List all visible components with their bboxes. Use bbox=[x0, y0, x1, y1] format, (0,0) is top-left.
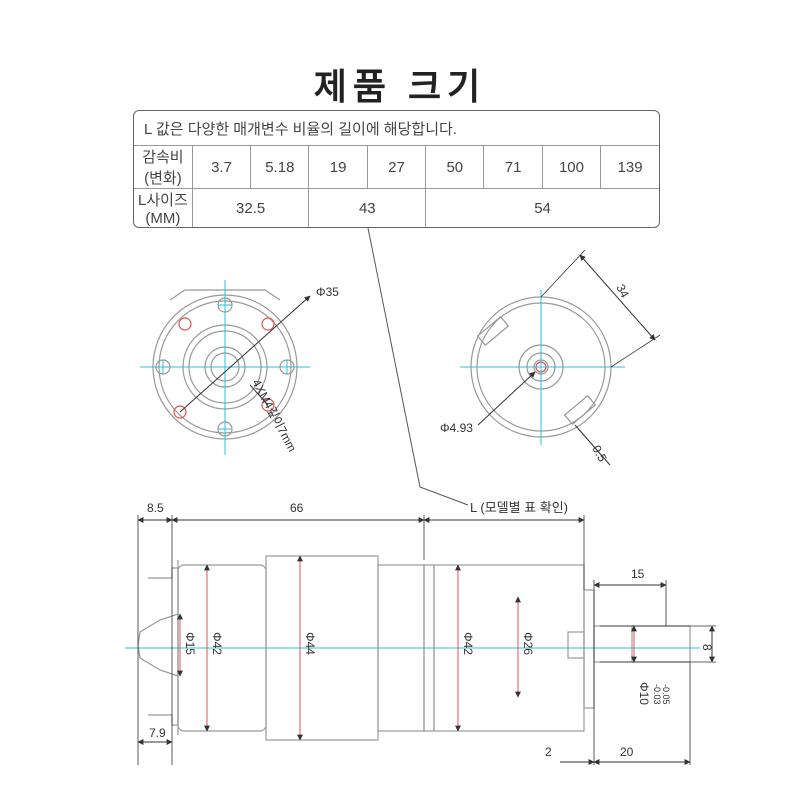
ratio-cell: 71 bbox=[483, 145, 543, 189]
front-view-red-holes bbox=[173, 317, 275, 419]
screw-note: 4XM4깊이7mm bbox=[249, 377, 299, 454]
side-view-red-dims bbox=[177, 555, 637, 741]
dia-42-left-label: Φ42 bbox=[210, 632, 224, 655]
page-title: 제품 크기 bbox=[313, 66, 487, 107]
ratio-cell: 100 bbox=[541, 145, 602, 189]
dia-44-label: Φ44 bbox=[303, 632, 317, 655]
dim-7-9-label: 7.9 bbox=[149, 726, 166, 740]
leader-line bbox=[367, 227, 469, 506]
length-label: L사이즈(MM) bbox=[134, 188, 193, 227]
length-cell: 43 bbox=[308, 188, 427, 227]
ratio-cell: 5.18 bbox=[250, 145, 310, 189]
dim-15-label: 15 bbox=[631, 567, 645, 581]
l-label: L (모델별 표 확인) bbox=[470, 500, 568, 515]
dia-35-leader bbox=[179, 295, 311, 413]
tol-lower-label: -0.05 bbox=[661, 684, 671, 705]
length-cell: 54 bbox=[425, 188, 659, 227]
dim-0-5-line bbox=[574, 424, 611, 466]
ratio-label: 감속비(변화) bbox=[134, 145, 193, 189]
extension-lines bbox=[137, 515, 716, 765]
front-view-centerlines bbox=[140, 280, 310, 455]
dia-4-93-label: Φ4.93 bbox=[440, 421, 473, 435]
dia-42-right-label: Φ42 bbox=[461, 632, 475, 655]
ratio-cell: 27 bbox=[366, 145, 427, 189]
dim-2-label: 2 bbox=[545, 745, 552, 759]
dia-35-label: Φ35 bbox=[316, 285, 339, 299]
dim-66-label: 66 bbox=[290, 501, 304, 515]
dia-4-93-leader bbox=[477, 371, 536, 426]
dim-34-ext2 bbox=[610, 334, 661, 368]
ratio-cell: 19 bbox=[308, 145, 368, 189]
dia-15-label: Φ15 bbox=[183, 632, 197, 655]
dim-8-label: 8 bbox=[700, 644, 714, 651]
dia-10-label: Φ10 bbox=[637, 682, 651, 705]
rear-view-centerlines bbox=[460, 290, 625, 445]
ratio-cell: 50 bbox=[425, 145, 485, 189]
dim-34-ext1 bbox=[540, 249, 586, 298]
screw-leader bbox=[249, 384, 269, 406]
ratio-cell: 139 bbox=[600, 145, 659, 189]
dim-34-label: 34 bbox=[613, 282, 632, 301]
dim-34-line bbox=[579, 254, 656, 341]
length-cell: 32.5 bbox=[191, 188, 310, 227]
dim-8-5-label: 8.5 bbox=[147, 501, 164, 515]
spec-table: L 값은 다양한 매개변수 비율의 길이에 해당합니다. 감속비(변화) 3.7… bbox=[133, 110, 660, 228]
dim-20-label: 20 bbox=[620, 745, 634, 759]
dia-26-label: Φ26 bbox=[521, 632, 535, 655]
ratio-cell: 3.7 bbox=[191, 145, 252, 189]
tol-upper-label: -0.03 bbox=[652, 684, 662, 705]
